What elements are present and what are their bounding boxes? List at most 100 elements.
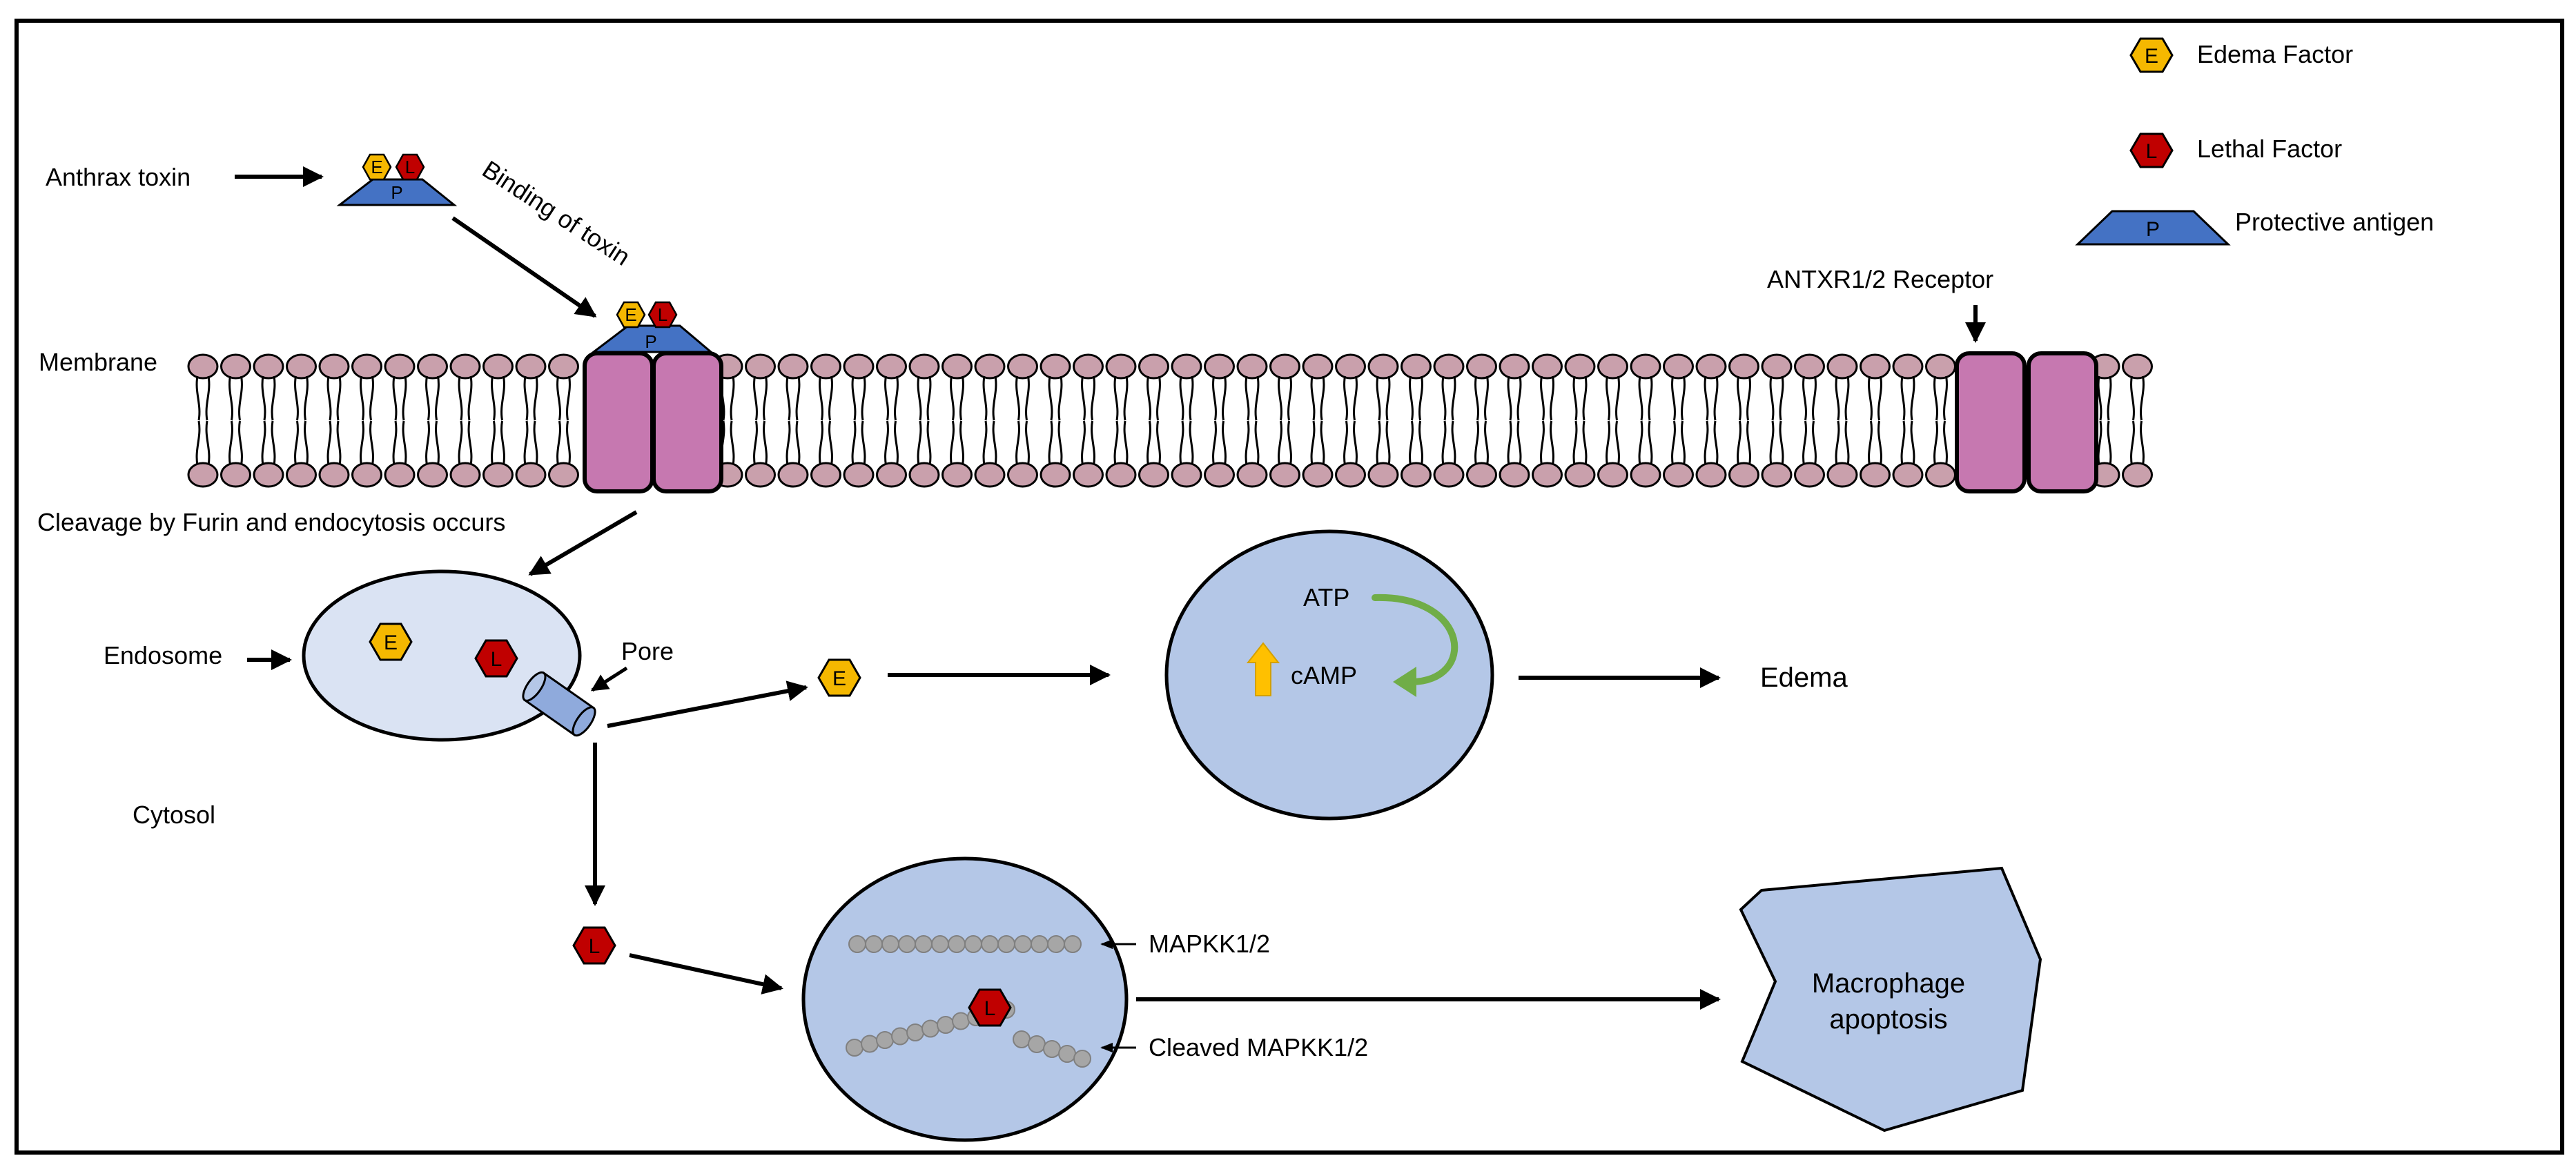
mapkk-intact-chain: [848, 935, 1082, 953]
lipid-tail: [1441, 420, 1456, 466]
lipid-head: [1597, 353, 1628, 380]
binding-arrow: [451, 216, 597, 318]
lipid-head: [876, 353, 907, 380]
lipid-tail: [1737, 420, 1751, 466]
lipid-tail: [1737, 375, 1751, 421]
lipid-tail: [523, 420, 538, 466]
lipid-tail: [753, 420, 768, 466]
lipid-head: [1826, 353, 1858, 380]
mapkk-bead: [915, 935, 933, 953]
lipid-tail: [1245, 375, 1260, 421]
lipid-tail: [1540, 375, 1554, 421]
lipid-tail: [1179, 420, 1194, 466]
lipid-tails: [195, 375, 2145, 466]
lipid-tail: [1278, 420, 1292, 466]
pore-to-edema-factor-arrow: [607, 680, 808, 728]
endosome-e-text: E: [384, 631, 398, 654]
lipid-tail: [392, 420, 407, 466]
lipid-tail: [1310, 375, 1325, 421]
lipid-head: [318, 353, 350, 380]
lipid-head: [1335, 462, 1366, 488]
lipid-tail: [1540, 420, 1554, 466]
lipid-tail: [1606, 420, 1620, 466]
released-e-text: E: [832, 667, 846, 690]
legend-protective-antigen-trapezoid-icon: P: [2075, 210, 2231, 246]
mapkk-bead: [997, 935, 1015, 953]
legend-lethal-hexagon-icon: L: [2129, 133, 2174, 168]
lipid-tail: [1310, 420, 1325, 466]
lipid-head: [1761, 462, 1793, 488]
lipid-tail: [1900, 375, 1915, 421]
lipid-head: [745, 353, 776, 380]
lipid-head: [941, 353, 973, 380]
lipid-head: [253, 353, 284, 380]
lipid-head: [1892, 462, 1924, 488]
lipid-tail: [1802, 375, 1817, 421]
atp-label: ATP: [1303, 583, 1349, 611]
lipid-head: [810, 353, 841, 380]
lipid-head: [1499, 353, 1530, 380]
lipid-head: [1073, 353, 1104, 380]
edema-outcome-label: Edema: [1760, 663, 1848, 693]
cleavage-label: Cleavage by Furin and endocytosis occurs: [37, 508, 505, 536]
mapkk-bead: [1014, 935, 1032, 953]
lipid-tail: [491, 375, 505, 421]
lipid-head: [1171, 462, 1202, 488]
legend-lethal-factor-label: Lethal Factor: [2197, 135, 2342, 163]
lipid-tail: [982, 420, 997, 466]
lipid-head: [548, 462, 579, 488]
mapkk-bead: [848, 935, 866, 953]
lipid-tail: [360, 420, 374, 466]
lipid-head: [1761, 353, 1793, 380]
lipid-head: [1466, 462, 1497, 488]
lipid-tail: [360, 375, 374, 421]
bound-toxin-l-text: L: [658, 304, 667, 325]
lipid-head: [1925, 353, 1956, 380]
mapkk-bead: [898, 935, 916, 953]
mapkk-bead: [1058, 1045, 1076, 1063]
lipid-tail: [1868, 375, 1882, 421]
lipid-head: [1630, 353, 1661, 380]
lipid-head: [482, 462, 514, 488]
legend: E Edema Factor L Lethal Factor P Protect…: [2075, 37, 2434, 246]
lipid-head: [187, 353, 219, 380]
endosome-label: Endosome: [104, 641, 222, 669]
lipid-tail: [195, 375, 211, 421]
antxr-receptor-right: [1955, 351, 2098, 493]
lipid-head: [1302, 462, 1334, 488]
lipid-tail: [326, 375, 342, 421]
bound-receptor-left: [583, 351, 723, 493]
lipid-head: [908, 462, 940, 488]
lipid-heads-bottom-row: [187, 462, 2153, 488]
lipid-head: [1794, 462, 1825, 488]
macrophage-cell: [801, 856, 1129, 1142]
lipid-tail: [523, 375, 538, 421]
pore-cylinder-icon: [522, 671, 596, 737]
lipid-tail: [1704, 420, 1719, 466]
lipid-head: [974, 462, 1006, 488]
lipid-tail: [556, 375, 571, 421]
lipid-head: [941, 462, 973, 488]
lipid-tail: [1409, 375, 1423, 421]
endosome-l-text: L: [491, 648, 502, 671]
lipid-head: [1138, 462, 1169, 488]
lipid-tail: [1474, 420, 1489, 466]
lipid-head: [1302, 353, 1334, 380]
lipid-head: [1204, 462, 1235, 488]
cell-lethal-factor: L: [968, 988, 1012, 1027]
lipid-tail: [326, 420, 342, 466]
lipid-tail: [1081, 420, 1095, 466]
lipid-head: [1433, 353, 1465, 380]
lipid-head: [1401, 462, 1432, 488]
lipid-tail: [1146, 420, 1161, 466]
lipid-tail: [1113, 420, 1129, 466]
mapkk-bead: [881, 935, 899, 953]
lipid-head: [384, 462, 416, 488]
macrophage-apoptosis-label-line2: apoptosis: [1829, 1004, 1947, 1035]
lipid-head: [1335, 353, 1366, 380]
lipid-head: [1007, 462, 1038, 488]
lipid-tail: [1015, 375, 1030, 421]
lipid-head: [449, 353, 481, 380]
lipid-head: [1826, 462, 1858, 488]
lipid-head: [1630, 462, 1661, 488]
